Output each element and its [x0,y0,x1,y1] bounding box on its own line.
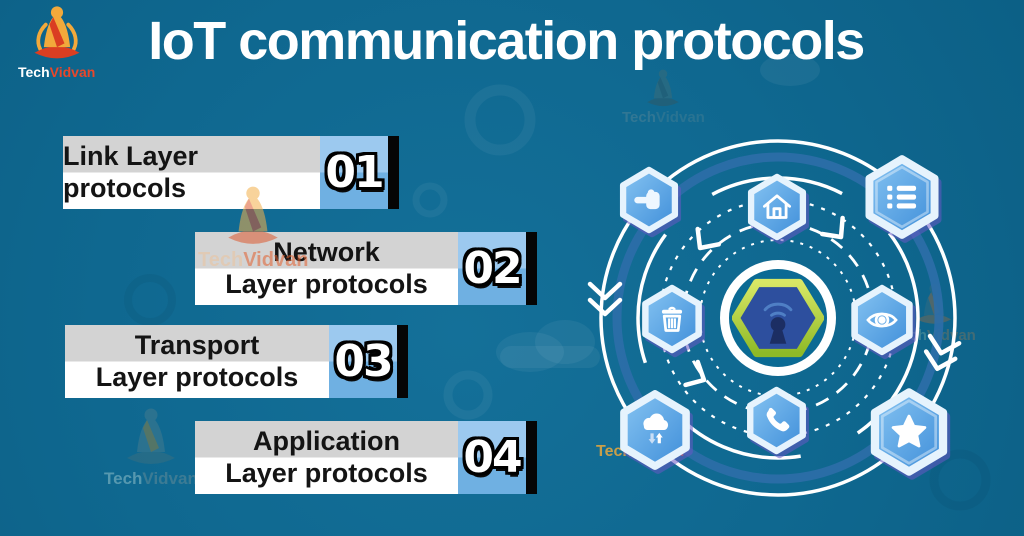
protocol-bar-application-layer: Application Layer protocols 04 [195,421,537,494]
techvidvan-logo-text: TechVidvan [18,64,96,80]
hex-badge-cloud-transfer [613,388,697,472]
techvidvan-logo: TechVidvan [18,4,95,79]
protocol-label: Network Layer protocols [195,232,458,305]
hex-badge-trash [636,283,708,355]
bar-end-cap [526,232,537,305]
hex-badge-star [863,386,955,478]
protocol-label-line1: Application [253,426,400,457]
protocol-bar-link-layer: Link Layer protocols 01 [63,136,399,209]
protocol-number-badge: 03 [329,325,397,398]
bar-end-cap [526,421,537,494]
protocol-label: Link Layer protocols [63,136,320,209]
protocol-label: Application Layer protocols [195,421,458,494]
hex-badge-list [858,153,946,241]
home-icon [763,194,791,219]
star-icon [891,414,927,448]
bar-end-cap [388,136,399,209]
protocol-number: 02 [463,243,522,294]
protocol-label-line2: Layer protocols [225,268,428,299]
protocol-bar-network-layer: Network Layer protocols 02 [195,232,537,305]
protocol-label-line1: Link Layer protocols [63,141,199,203]
security-center-emblem [720,260,836,376]
bullet-list-icon [887,185,917,209]
protocol-bar-transport-layer: Transport Layer protocols 03 [65,325,408,398]
eye-icon [866,312,898,328]
protocol-number: 04 [463,432,522,483]
trash-icon [661,306,683,332]
hex-badge-eye [845,283,919,357]
protocol-label: Transport Layer protocols [65,325,329,398]
phone-icon [766,407,790,432]
protocol-number-badge: 04 [458,421,526,494]
hex-badge-phone [741,385,812,456]
hex-badge-hand-pointer [614,165,684,235]
hand-pointer-icon [634,189,660,210]
bar-end-cap [397,325,408,398]
protocol-label-line1: Network [273,237,380,268]
techvidvan-logo-icon [34,6,80,59]
protocol-label-line2: Layer protocols [95,361,299,392]
protocol-label-line1: Transport [134,330,260,361]
cloud-transfer-icon [643,413,669,444]
protocol-number: 01 [325,147,384,198]
hex-badge-home [742,172,812,242]
protocol-number: 03 [334,336,393,387]
protocol-number-badge: 02 [458,232,526,305]
protocol-label-line2: Layer protocols [225,457,428,488]
page-title: IoT communication protocols [148,11,865,71]
protocol-number-badge: 01 [320,136,388,209]
wifi-keyhole-security-icon [732,278,824,358]
